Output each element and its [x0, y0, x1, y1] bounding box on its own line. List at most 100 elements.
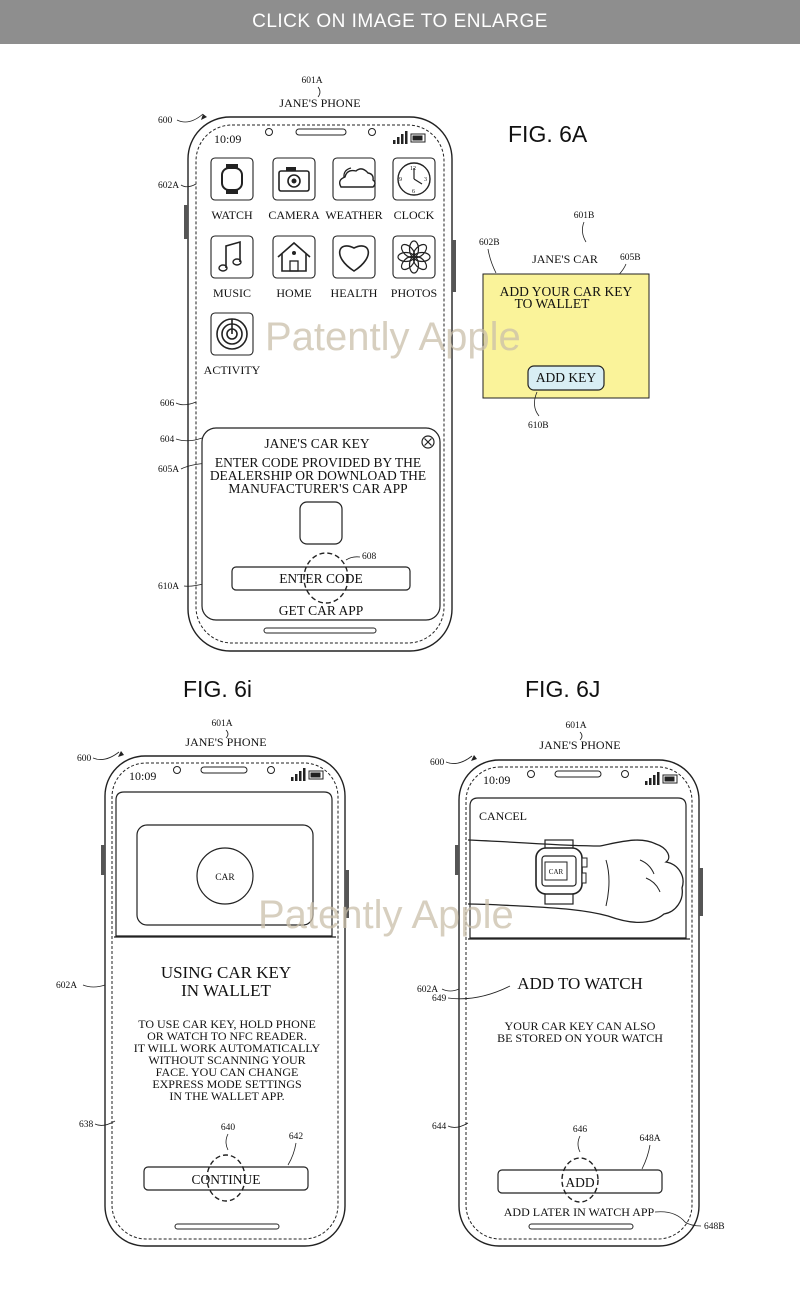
fig-6a: FIG. 6A 601A JANE'S PHONE 600 10:09 — [158, 76, 588, 652]
battery-icon — [410, 133, 426, 143]
card-body-line: MANUFACTURER'S CAR APP — [228, 481, 407, 496]
ref-601a: 601A — [565, 721, 586, 731]
add-key-label: ADD KEY — [536, 370, 597, 385]
add-label: ADD — [565, 1175, 594, 1190]
fig-6b: 601B JANE'S CAR 602B 605B ADD YOUR CAR K… — [479, 211, 650, 431]
body-line: FACE. YOU CAN CHANGE — [156, 1065, 299, 1079]
sensor-dot — [267, 766, 275, 774]
side-button — [345, 870, 349, 918]
fig-6i: FIG. 6i 601A JANE'S PHONE 600 10:09 CAR … — [56, 676, 349, 1247]
add-key-button[interactable]: ADD KEY — [527, 365, 605, 391]
car-key-card — [201, 427, 441, 621]
watch-face-label: CAR — [549, 868, 564, 876]
phone-label: JANE'S PHONE — [539, 738, 620, 752]
app-label: MUSIC — [213, 286, 251, 300]
fig-6j-title: FIG. 6J — [525, 676, 600, 702]
svg-text:9: 9 — [399, 177, 402, 183]
wrist-watch-illustration — [467, 839, 684, 924]
activity-icon — [216, 318, 248, 350]
battery-icon — [662, 774, 678, 784]
cancel-button[interactable]: CANCEL — [479, 809, 527, 823]
app-label: ACTIVITY — [204, 363, 261, 377]
app-label: CLOCK — [394, 208, 435, 222]
phone-body — [458, 759, 700, 1247]
ref-648a: 648A — [639, 1134, 660, 1144]
app-label: WATCH — [211, 208, 253, 222]
home-indicator — [263, 627, 377, 634]
app-label: HEALTH — [331, 286, 378, 300]
ref-648b: 648B — [704, 1222, 725, 1232]
fig-6i-title: FIG. 6i — [183, 676, 252, 702]
app-photos[interactable]: PHOTOS — [391, 235, 437, 300]
body-line: EXPRESS MODE SETTINGS — [152, 1077, 301, 1091]
speaker-slot — [200, 766, 248, 774]
car-key-pass — [136, 824, 314, 926]
body-line: TO USE CAR KEY, HOLD PHONE — [138, 1017, 316, 1031]
phone-body — [187, 116, 453, 652]
ref-600: 600 — [430, 758, 445, 768]
status-time: 10:09 — [483, 773, 510, 787]
body-line: YOUR CAR KEY CAN ALSO — [505, 1019, 656, 1033]
touch-indicator — [561, 1157, 599, 1203]
camera-dot — [265, 128, 273, 136]
enter-code-button[interactable]: ENTER CODE — [231, 566, 411, 591]
add-later-link[interactable]: ADD LATER IN WATCH APP — [504, 1205, 655, 1219]
svg-text:3: 3 — [424, 177, 427, 183]
ref-649: 649 — [432, 994, 447, 1004]
patent-drawing: FIG. 6A 601A JANE'S PHONE 600 10:09 — [56, 76, 725, 1247]
sensor-dot — [621, 770, 629, 778]
app-home[interactable]: HOME — [272, 235, 316, 300]
watermark: Patently Apple — [265, 315, 521, 359]
ref-640: 640 — [221, 1123, 236, 1133]
side-button — [452, 240, 456, 292]
ref-602a: 602A — [158, 181, 179, 191]
close-icon[interactable] — [421, 435, 435, 449]
watch-icon — [221, 164, 243, 194]
app-activity[interactable]: ACTIVITY — [204, 312, 261, 377]
svg-text:12: 12 — [410, 166, 416, 172]
clock-icon: 12 3 6 9 — [397, 162, 431, 196]
phone-screen — [111, 762, 339, 1240]
side-button — [184, 205, 188, 239]
ref-606: 606 — [160, 399, 175, 409]
signal-icon — [393, 131, 408, 144]
heart-icon — [338, 245, 370, 272]
app-health[interactable]: HEALTH — [331, 235, 378, 300]
car-badge — [196, 847, 254, 905]
signal-icon — [645, 772, 660, 785]
home-icon — [277, 241, 311, 272]
add-button[interactable]: ADD — [497, 1169, 663, 1194]
phone-screen — [195, 124, 445, 644]
app-watch[interactable]: WATCH — [210, 157, 254, 222]
body-line: IT WILL WORK AUTOMATICALLY — [134, 1041, 321, 1055]
app-camera[interactable]: CAMERA — [268, 157, 320, 222]
card-title: JANE'S CAR KEY — [264, 436, 369, 451]
body-line: BE STORED ON YOUR WATCH — [497, 1031, 663, 1045]
car-badge-label: CAR — [215, 873, 235, 883]
get-car-app-link[interactable]: GET CAR APP — [279, 603, 364, 618]
app-weather[interactable]: WEATHER — [325, 157, 383, 222]
enlarge-banner[interactable]: CLICK ON IMAGE TO ENLARGE — [0, 0, 800, 44]
camera-icon — [278, 167, 310, 192]
ref-601b: 601B — [574, 211, 595, 221]
fig-6a-title: FIG. 6A — [508, 121, 588, 147]
home-indicator — [174, 1223, 280, 1230]
card-body-line: ENTER CODE PROVIDED BY THE — [215, 455, 421, 470]
continue-label: CONTINUE — [192, 1172, 261, 1187]
watermark: Patently Apple — [258, 893, 514, 937]
app-music[interactable]: MUSIC — [210, 235, 254, 300]
body-line: OR WATCH TO NFC READER. — [147, 1029, 307, 1043]
camera-dot — [527, 770, 535, 778]
signal-icon — [291, 768, 306, 781]
ref-610a: 610A — [158, 582, 179, 592]
phone-body — [104, 755, 346, 1247]
ref-602a: 602A — [56, 981, 77, 991]
app-clock[interactable]: 12 3 6 9 CLOCK — [392, 157, 436, 222]
app-label: PHOTOS — [391, 286, 437, 300]
fig-6j: FIG. 6J 601A JANE'S PHONE 600 10:09 CANC… — [417, 676, 725, 1247]
ref-604: 604 — [160, 435, 175, 445]
status-time: 10:09 — [214, 132, 241, 146]
continue-button[interactable]: CONTINUE — [143, 1166, 309, 1191]
home-indicator — [528, 1223, 634, 1230]
ref-605b: 605B — [620, 253, 641, 263]
